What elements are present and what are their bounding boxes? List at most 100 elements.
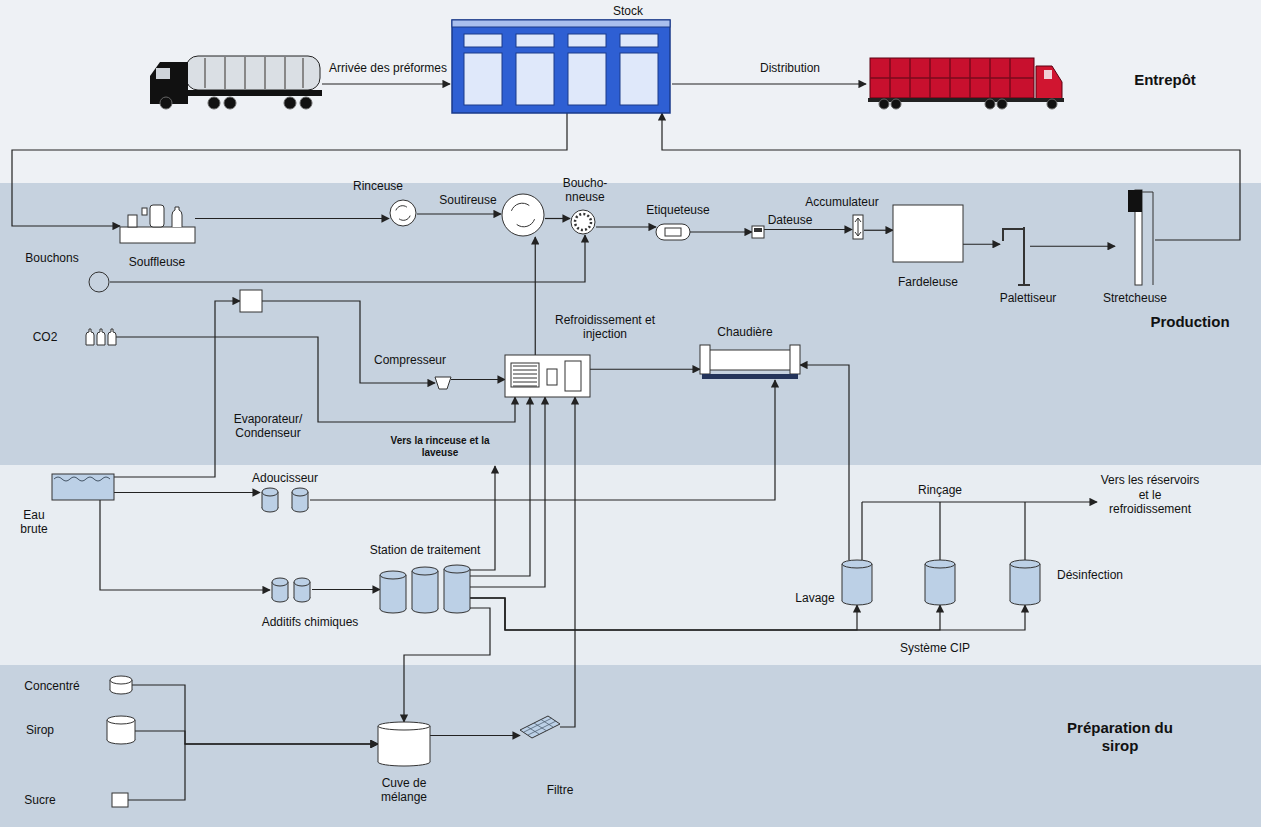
cip-tank: Désinfection bbox=[1010, 560, 1040, 605]
flow-connector bbox=[430, 735, 520, 736]
warehouse-box: Stock bbox=[452, 20, 670, 113]
wheel bbox=[891, 99, 901, 109]
cap-source bbox=[89, 272, 109, 292]
node-label: Dateuse bbox=[768, 213, 813, 227]
node-label: Fardeleuse bbox=[898, 275, 958, 289]
flow-connector bbox=[100, 500, 270, 590]
wheel bbox=[1047, 99, 1057, 109]
gas-bottle bbox=[97, 329, 105, 345]
tank-group: Adoucisseur bbox=[260, 488, 310, 512]
node-label: Souffleuse bbox=[129, 255, 186, 269]
boiler-end bbox=[790, 345, 800, 374]
flow-connector bbox=[114, 492, 260, 493]
icon-cyl bbox=[110, 676, 132, 694]
flow-connector bbox=[310, 380, 775, 500]
machine: Rinceuse bbox=[389, 199, 417, 227]
production-band bbox=[0, 183, 1261, 465]
cylinder-top bbox=[262, 488, 278, 496]
crate-trailer bbox=[870, 58, 1034, 98]
node-shape bbox=[389, 199, 417, 227]
node-shape bbox=[380, 565, 470, 613]
rotary-outer bbox=[390, 200, 416, 226]
filter-body bbox=[520, 716, 560, 738]
truck-cab bbox=[1036, 66, 1062, 100]
gas-bottle bbox=[108, 329, 116, 345]
supply-point: CO2 bbox=[85, 329, 115, 345]
node-label: Evaporateur/ Condenseur bbox=[222, 412, 314, 441]
node-shape bbox=[107, 716, 135, 744]
truck-wheels bbox=[160, 97, 312, 109]
node-shape bbox=[1115, 190, 1155, 285]
cylinder-top bbox=[1010, 560, 1040, 568]
node-label: Eau brute bbox=[12, 508, 56, 537]
icon-chaud bbox=[700, 345, 800, 379]
node-label: Lavage bbox=[795, 591, 834, 605]
band: EntrepôtStock bbox=[0, 0, 1261, 183]
node-shape bbox=[570, 209, 596, 235]
machine: Dateuse bbox=[752, 226, 764, 238]
warehouse-door bbox=[568, 53, 606, 105]
node-label: Sucre bbox=[24, 793, 55, 807]
cylinder-body bbox=[412, 571, 438, 609]
node-shape bbox=[505, 355, 590, 397]
node-label: Cuve de mélange bbox=[373, 776, 435, 805]
unit-box bbox=[240, 290, 262, 312]
machine: Stretcheuse bbox=[1115, 190, 1155, 285]
annotation-label: Système CIP bbox=[900, 641, 970, 655]
node-label: Adoucisseur bbox=[252, 471, 318, 485]
flow-connector bbox=[312, 589, 380, 590]
cylinder-top bbox=[294, 578, 310, 586]
flow-connector bbox=[963, 244, 1000, 245]
flow-connector bbox=[12, 113, 567, 226]
node-label: Etiqueteuse bbox=[646, 203, 709, 217]
water-tank: Eau brute bbox=[52, 470, 114, 500]
syrup-band bbox=[0, 665, 1261, 827]
wheel bbox=[160, 97, 172, 109]
labeller-body bbox=[656, 224, 690, 240]
node-shape bbox=[656, 223, 690, 241]
flow-connector bbox=[417, 213, 501, 214]
labeller-roll bbox=[665, 228, 681, 236]
flow-connector bbox=[690, 231, 752, 232]
icon-evap bbox=[240, 290, 262, 312]
flow-connector bbox=[535, 237, 536, 355]
blower-base bbox=[120, 227, 195, 243]
machine: Chaudière bbox=[700, 345, 800, 380]
flow-connector bbox=[764, 229, 852, 230]
rotary-outer bbox=[502, 194, 544, 236]
annotation-label: Vers la rinceuse et la laveuse bbox=[390, 435, 490, 459]
machine: Fardeleuse bbox=[893, 205, 963, 262]
flow-connector bbox=[470, 598, 940, 630]
cylinder-top bbox=[925, 560, 955, 568]
accumulator-body bbox=[853, 215, 863, 239]
machine: Soutireuse bbox=[501, 193, 545, 237]
wheel bbox=[985, 99, 995, 109]
machine: Souffleuse bbox=[120, 205, 195, 243]
coil-line bbox=[513, 370, 537, 371]
cylinder-sides bbox=[380, 575, 406, 609]
icon-stretch bbox=[1128, 190, 1153, 285]
wheel bbox=[284, 97, 296, 109]
node-shape bbox=[700, 345, 800, 380]
process-unit: Refroidissement et injection bbox=[505, 355, 590, 397]
warehouse-window bbox=[620, 34, 658, 47]
cylinder-body bbox=[378, 726, 430, 762]
node-shape bbox=[1010, 560, 1040, 605]
accumulator-arrows bbox=[855, 218, 861, 236]
machine: Palettiseur bbox=[1000, 225, 1030, 285]
flow-connector bbox=[590, 369, 700, 370]
band-title: Production bbox=[1150, 313, 1229, 331]
unit-box bbox=[893, 205, 963, 262]
warehouse-door bbox=[516, 53, 554, 105]
cylinder-top bbox=[292, 488, 308, 496]
mixer-tank bbox=[565, 361, 581, 391]
truck-wheels bbox=[879, 99, 1057, 109]
palletiser-frame bbox=[1002, 227, 1030, 285]
node-label: Sirop bbox=[26, 723, 54, 737]
blower-part bbox=[128, 215, 137, 227]
rotation-arrows bbox=[511, 203, 534, 227]
coil-line bbox=[513, 382, 537, 383]
icon-bottles bbox=[86, 329, 116, 345]
